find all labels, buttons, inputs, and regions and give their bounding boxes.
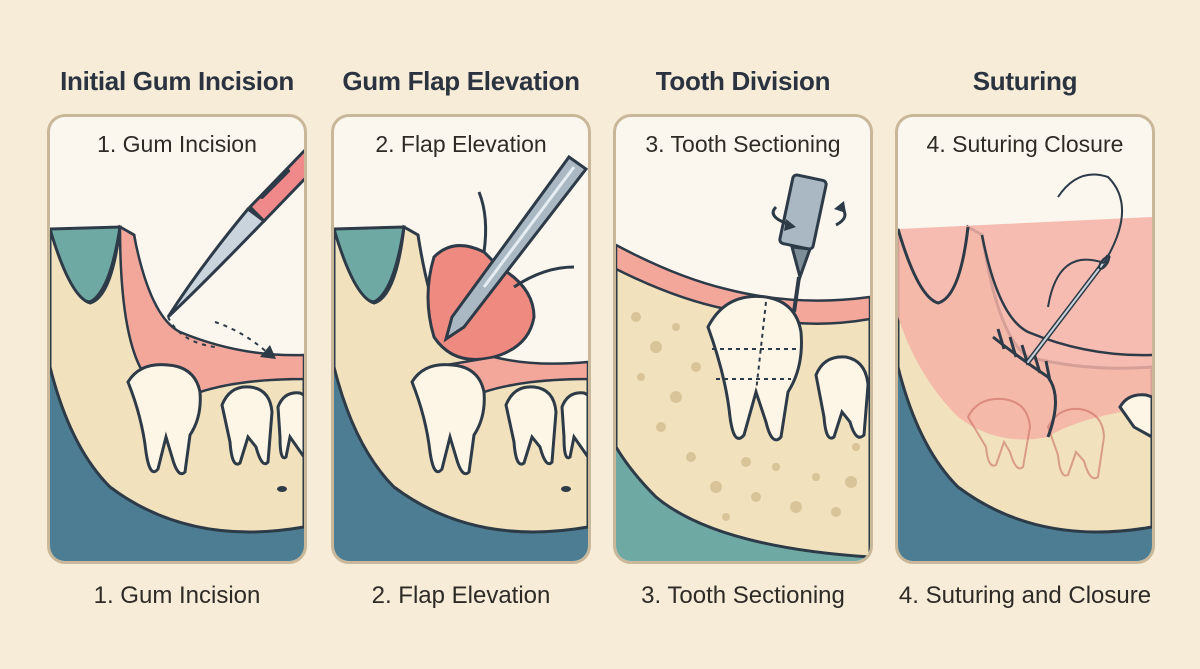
rotation-arrow-icon xyxy=(771,201,847,231)
panel-label-4: 4. Suturing Closure xyxy=(926,131,1124,157)
panel-label-1: 1. Gum Incision xyxy=(97,131,257,157)
step-caption-3: 3. Tooth Sectioning xyxy=(641,582,845,609)
step-caption-4: 4. Suturing and Closure xyxy=(898,582,1152,609)
healing-gum xyxy=(898,217,1152,440)
step-caption-1: 1. Gum Incision xyxy=(93,582,261,609)
section-lines xyxy=(712,301,796,393)
elevator-instrument-icon xyxy=(443,154,588,343)
suture-needle-icon xyxy=(1025,173,1124,365)
wisdom-tooth xyxy=(706,294,803,442)
incision-line xyxy=(167,316,216,348)
gum-incision-illustration xyxy=(50,148,304,561)
step-title-2: Gum Flap Elevation xyxy=(342,66,580,96)
step-title-1: Initial Gum Incision xyxy=(60,66,294,96)
panel-gum-incision: 1. Gum Incision xyxy=(47,114,307,564)
step-caption-2: 2. Flap Elevation xyxy=(371,582,551,609)
suturing-illustration xyxy=(898,173,1152,561)
arrow-head xyxy=(260,345,276,359)
panel-tooth-sectioning: 3. Tooth Sectioning xyxy=(613,114,873,564)
tooth-sectioning-illustration xyxy=(616,173,870,561)
molar-tooth-2 xyxy=(276,391,304,460)
panel-flap-elevation: 2. Flap Elevation xyxy=(331,114,591,564)
wisdom-tooth xyxy=(410,363,486,476)
panel-label-2: 2. Flap Elevation xyxy=(375,131,547,157)
molar-tooth xyxy=(220,385,274,466)
wisdom-tooth xyxy=(126,363,202,476)
gum-tissue xyxy=(616,243,870,325)
soft-tissue xyxy=(898,367,1152,561)
flap-elevation-illustration xyxy=(334,154,588,561)
dental-drill-icon xyxy=(778,173,828,313)
soft-tissue xyxy=(50,367,304,561)
bone-texture xyxy=(631,312,860,521)
step-title-3: Tooth Division xyxy=(655,66,831,96)
step-title-4: Suturing xyxy=(972,66,1078,96)
panel-suturing: 4. Suturing Closure xyxy=(895,114,1155,564)
gum-tissue xyxy=(118,224,304,396)
panel-label-3: 3. Tooth Sectioning xyxy=(645,131,841,157)
scalpel-icon xyxy=(166,148,304,319)
